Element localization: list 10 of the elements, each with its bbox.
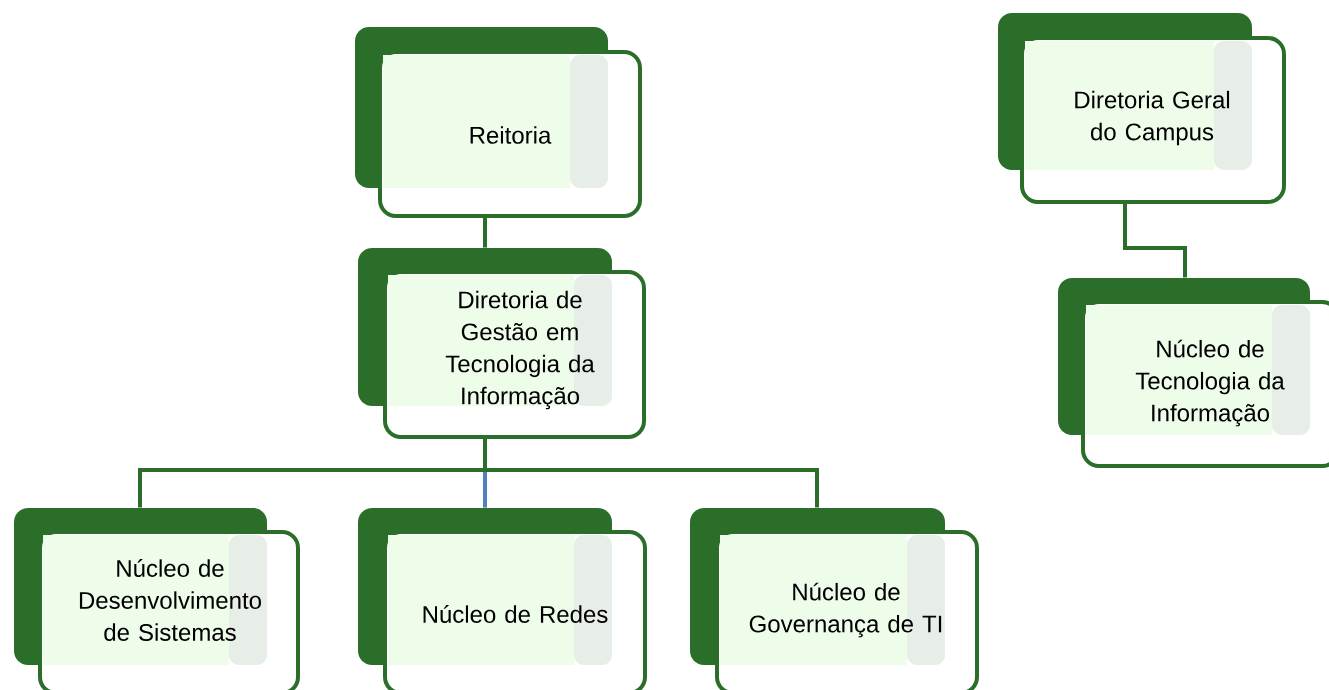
connector-line xyxy=(483,216,487,248)
org-box: Diretoria Geral do Campus xyxy=(998,13,1286,204)
connector-line xyxy=(483,437,819,508)
connector-line xyxy=(1123,202,1187,278)
org-box: Núcleo de Redes xyxy=(358,508,647,690)
org-box: Núcleo de Governança de TI xyxy=(690,508,979,690)
org-box: Diretoria de Gestão em Tecnologia da Informação xyxy=(358,248,646,439)
org-box: Reitoria xyxy=(355,27,642,218)
org-box: Núcleo de Tecnologia da Informação xyxy=(1058,278,1329,468)
org-box: Núcleo de Desenvolvimento de Sistemas xyxy=(14,508,300,690)
